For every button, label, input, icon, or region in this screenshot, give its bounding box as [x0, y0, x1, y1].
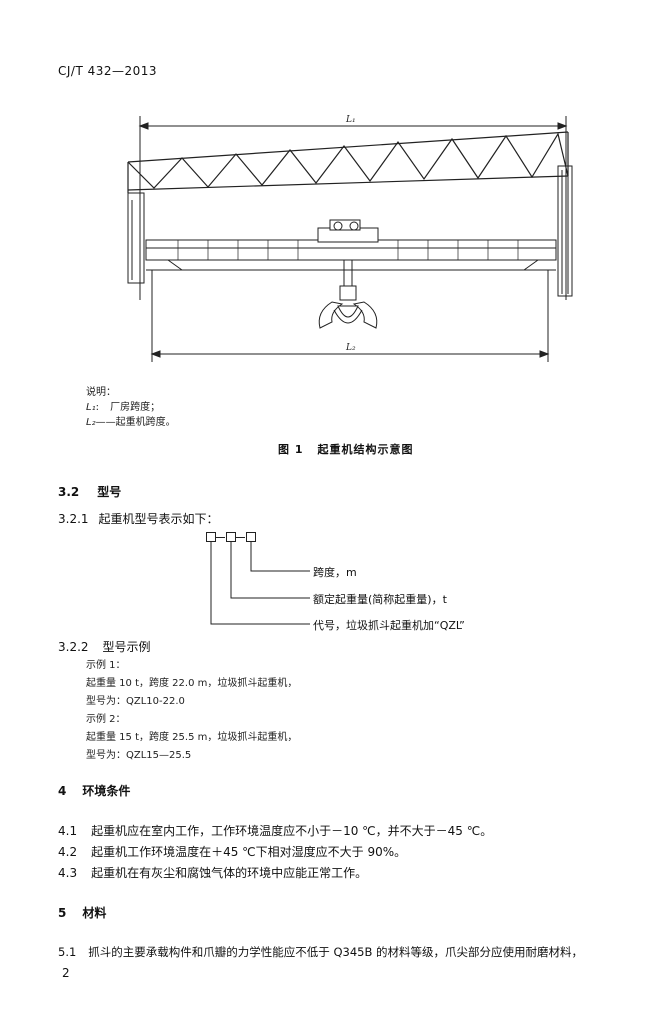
crane-bridge — [145, 239, 557, 271]
crane-structure-diagram: L₁ — [127, 115, 573, 362]
dim-l2-label: L₂ — [345, 343, 356, 353]
legend-title: 说明： — [86, 387, 116, 398]
code-box-3 — [246, 532, 256, 542]
legend-item-l1: L₁: 厂房跨度； — [86, 402, 161, 413]
example-1-model: 型号为：QZL10-22.0 — [86, 696, 185, 707]
grab-bucket — [318, 285, 378, 329]
roof-truss — [127, 131, 569, 193]
code-item-capacity: 额定起重量(简称起重量)，t — [313, 593, 447, 606]
dim-l1-label: L₁ — [345, 115, 356, 125]
example-2-label: 示例 2： — [86, 714, 126, 725]
example-2-desc: 起重量 15 t，跨度 25.5 m，垃圾抓斗起重机， — [86, 732, 298, 743]
legend-item-l2: L₂——起重机跨度。 — [86, 417, 176, 428]
page-number: 2 — [62, 966, 70, 980]
example-1-desc: 起重量 10 t，跨度 22.0 m，垃圾抓斗起重机， — [86, 678, 298, 689]
building-columns — [127, 165, 573, 297]
code-box-2 — [226, 532, 236, 542]
code-box-1 — [206, 532, 216, 542]
model-code-leaders — [210, 542, 310, 625]
code-item-designation: 代号，垃圾抓斗起重机加“QZL” — [313, 619, 465, 632]
trolley — [317, 219, 379, 243]
dimension-l2 — [150, 270, 550, 362]
code-item-span: 跨度，m — [313, 566, 357, 579]
hoist-ropes — [343, 260, 353, 286]
dimension-l1 — [138, 116, 568, 300]
standard-number: CJ/T 432—2013 — [58, 64, 158, 78]
example-2-model: 型号为：QZL15—25.5 — [86, 750, 192, 761]
example-1-label: 示例 1： — [86, 660, 126, 671]
